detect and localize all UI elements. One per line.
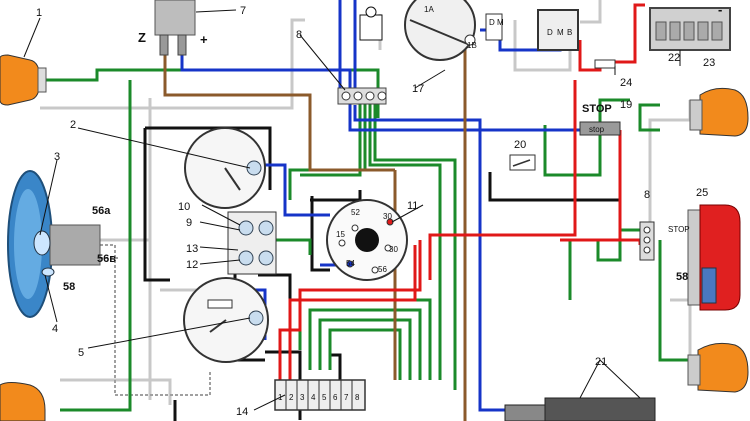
label-sw30b: 30 <box>389 245 398 254</box>
label-plus: + <box>200 32 208 47</box>
label-12: 12 <box>186 259 198 271</box>
label-25: 25 <box>696 187 708 199</box>
voltage-regulator <box>537 9 579 51</box>
fuse-number: 2 <box>289 393 294 402</box>
fuse-number: 1 <box>278 393 283 402</box>
indicator-lamps-cluster <box>227 211 277 275</box>
label-9: 9 <box>186 217 192 229</box>
label-56b: 56в <box>97 253 116 265</box>
turn-signal-rear-left <box>0 382 46 421</box>
label-22: 22 <box>668 52 680 64</box>
label-10: 10 <box>178 201 190 213</box>
label-sw30a: 30 <box>383 212 392 221</box>
label-17: 17 <box>412 83 424 95</box>
label-13: 13 <box>186 243 198 255</box>
top-switch <box>359 6 383 41</box>
label-gen-1a: 1A <box>424 5 434 14</box>
label-2: 2 <box>70 119 76 131</box>
ignition-switch-11 <box>326 199 408 281</box>
label-23: 23 <box>703 57 715 69</box>
stop-switch-19 <box>579 121 621 136</box>
battery-22 <box>649 7 731 51</box>
label-rr-m: M <box>557 28 564 37</box>
label-stop-box: stop <box>589 125 605 134</box>
label-sw54: 54 <box>346 259 355 268</box>
label-5: 5 <box>78 347 84 359</box>
label-dm: D M <box>489 18 504 27</box>
label-sw56: 56 <box>378 265 387 274</box>
tail-light-25 <box>687 204 741 311</box>
label-58-left: 58 <box>63 281 75 293</box>
fuse-number: 8 <box>355 393 360 402</box>
label-19: 19 <box>620 99 632 111</box>
fuse-24 <box>594 59 616 69</box>
turn-signal-front-right <box>689 87 749 137</box>
label-stop: STOP <box>582 103 612 115</box>
label-24: 24 <box>620 77 632 89</box>
label-11: 11 <box>407 200 418 212</box>
fuse-block-14 <box>274 379 366 411</box>
label-8-top: 8 <box>296 29 302 41</box>
label-21: 21 <box>595 356 607 368</box>
relay-7 <box>154 0 196 56</box>
label-minus: - <box>718 2 722 17</box>
label-sw15: 15 <box>336 230 345 239</box>
speedometer-5 <box>183 277 269 363</box>
label-58-right: 58 <box>676 271 688 283</box>
labels: 1 7 8 2 3 4 5 10 9 13 12 11 14 17 19 20 … <box>36 2 722 418</box>
wire-brown <box>163 0 467 421</box>
fuse-number: 4 <box>311 393 316 402</box>
junction-block-8-right <box>639 221 655 261</box>
label-8-right: 8 <box>644 189 650 201</box>
generator-17 <box>404 0 503 61</box>
label-rr-d: D <box>547 28 553 37</box>
starter-21 <box>504 397 656 421</box>
turn-signal-rear-right <box>687 342 749 393</box>
label-z: Z <box>138 30 146 45</box>
label-56a: 56a <box>92 205 111 217</box>
junction-block-8-top <box>337 87 387 105</box>
label-20: 20 <box>514 139 526 151</box>
label-gen-1b: 1B <box>467 41 477 50</box>
label-1: 1 <box>36 7 42 19</box>
label-rr-b: B <box>567 28 572 37</box>
fuse-number: 7 <box>344 393 349 402</box>
wire-grey-dashed <box>95 244 211 396</box>
ammeter-2 <box>184 127 266 209</box>
headlamp <box>7 170 101 318</box>
label-stop-small: STOP <box>668 225 690 234</box>
label-3: 3 <box>54 151 60 163</box>
wire-red <box>278 3 645 385</box>
fuse-number: 5 <box>322 393 327 402</box>
fuse-number: 6 <box>333 393 338 402</box>
switch-20 <box>509 154 536 171</box>
label-sw52: 52 <box>351 208 360 217</box>
label-14: 14 <box>236 406 248 418</box>
label-7: 7 <box>240 5 246 17</box>
leader-lines <box>23 9 681 411</box>
fuse-number: 3 <box>300 393 305 402</box>
turn-signal-front-left <box>0 54 47 106</box>
label-4: 4 <box>52 323 58 335</box>
